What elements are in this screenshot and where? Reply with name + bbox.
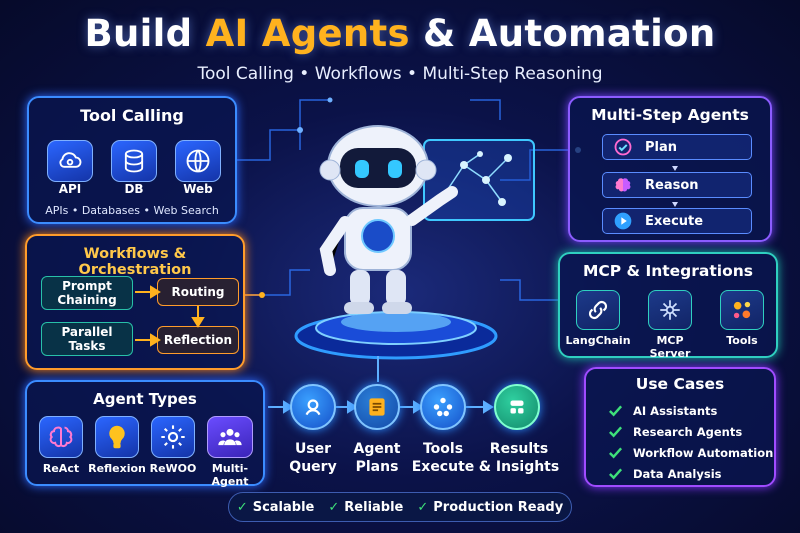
step-plan-label: Plan (645, 139, 678, 155)
use-case-item: Data Analysis (608, 466, 722, 481)
step-execute-label: Execute (645, 213, 704, 229)
document-icon[interactable] (354, 384, 400, 430)
check-icon: ✓ (236, 499, 248, 515)
use-cases-title: Use Cases (635, 375, 725, 393)
mcp-label-mcp-server: MCP Server (649, 334, 691, 360)
tool-calling-title: Tool Calling (80, 106, 184, 125)
step-reason[interactable]: Reason (602, 172, 752, 198)
step-reason-label: Reason (645, 177, 699, 193)
tools-icon[interactable] (720, 290, 764, 330)
use-cases-panel: Use Cases AI Assistants Research Agents … (584, 367, 776, 487)
badge-reliable: ✓Reliable (328, 499, 404, 515)
agent-types-panel: Agent Types ReAct Reflexion ReWOO Multi-… (25, 380, 265, 488)
page-title: Build AI Agents & Automation (84, 12, 716, 55)
multi-step-title: Multi-Step Agents (591, 106, 749, 124)
mcp-label-langchain: LangChain (565, 334, 631, 347)
multi-step-panel: Multi-Step Agents Plan Reason Execute (568, 96, 772, 242)
mcp-label-tools: Tools (726, 334, 758, 347)
use-case-item: Research Agents (608, 424, 742, 439)
check-circle-icon (614, 138, 632, 156)
step-execute[interactable]: Execute (602, 208, 752, 234)
workflows-panel: Workflows & Orchestration Prompt Chainin… (25, 234, 245, 370)
user-icon[interactable] (290, 384, 336, 430)
mcp-panel: MCP & Integrations LangChain MCP Server … (558, 252, 778, 360)
globe-icon[interactable] (175, 140, 221, 182)
cloud-gear-icon[interactable] (47, 140, 93, 182)
robot-illustration (319, 125, 458, 314)
tool-calling-panel: Tool Calling API DB Web APIs • Databases… (27, 96, 237, 224)
use-case-item: AI Assistants (608, 403, 717, 418)
parallel-tasks-box[interactable]: Parallel Tasks (41, 322, 133, 356)
brain-icon (615, 178, 631, 192)
agent-type-label-rewoo: ReWOO (149, 462, 197, 475)
check-icon (609, 405, 623, 417)
step-plan[interactable]: Plan (602, 134, 752, 160)
results-icon[interactable] (494, 384, 540, 430)
agent-type-label-multi-agent: Multi-Agent (211, 462, 249, 488)
lightbulb-icon[interactable] (95, 416, 139, 458)
database-icon[interactable] (111, 140, 157, 182)
badge-scalable: ✓Scalable (236, 499, 315, 515)
tool-label-db: DB (124, 182, 144, 196)
link-icon[interactable] (576, 290, 620, 330)
step-arrows (672, 166, 678, 207)
tool-label-web: Web (183, 182, 213, 196)
badge-production-ready: ✓Production Ready (417, 499, 564, 515)
network-icon[interactable] (420, 384, 466, 430)
agent-types-title: Agent Types (93, 390, 197, 408)
tool-calling-subtitle: APIs • Databases • Web Search (45, 204, 219, 217)
check-icon (609, 468, 623, 480)
prompt-chaining-box[interactable]: Prompt Chaining (41, 276, 133, 310)
check-icon: ✓ (328, 499, 340, 515)
workflows-title: Workflows & Orchestration (78, 246, 192, 278)
routing-box[interactable]: Routing (157, 278, 239, 306)
people-icon[interactable] (207, 416, 253, 458)
page-subtitle: Tool Calling • Workflows • Multi-Step Re… (197, 64, 603, 84)
check-icon: ✓ (417, 499, 429, 515)
tool-label-api: API (58, 182, 82, 196)
agent-type-label-react: ReAct (42, 462, 80, 475)
routing-down-arrow (191, 306, 205, 328)
use-case-item: Workflow Automation (608, 445, 773, 460)
check-icon (609, 426, 623, 438)
pipeline-step-results-insights: Results& Insights (478, 441, 560, 475)
gear-icon[interactable] (151, 416, 195, 458)
mcp-title: MCP & Integrations (582, 262, 754, 280)
brain-icon[interactable] (39, 416, 83, 458)
bottom-badges: ✓Scalable ✓Reliable ✓Production Ready (228, 492, 572, 522)
circuit-icon[interactable] (648, 290, 692, 330)
agent-type-label-reflexion: Reflexion (88, 462, 146, 475)
reflection-box[interactable]: Reflection (157, 326, 239, 354)
check-icon (609, 447, 623, 459)
play-icon (614, 212, 632, 230)
workflow-arrows (135, 285, 161, 347)
